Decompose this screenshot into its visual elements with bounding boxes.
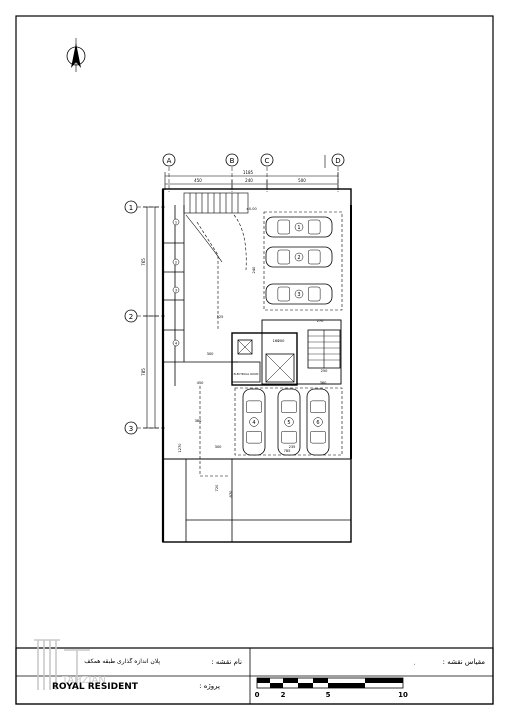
parking-space-3: 3 xyxy=(265,283,333,305)
parking-space-2: 2 xyxy=(265,246,333,268)
column-axes: A B C D xyxy=(162,153,345,192)
car-number-6: 6 xyxy=(316,420,319,426)
parking-boundary xyxy=(196,211,343,477)
scale-label: مقیاس نقشه : xyxy=(442,658,485,666)
axis-label-3: 3 xyxy=(129,425,133,433)
axis-bubble-B xyxy=(225,153,239,167)
interior-dim-2: 450 xyxy=(197,381,205,385)
entrance-stair xyxy=(183,192,249,271)
interior-dim-15: 250 xyxy=(321,369,329,373)
interior-dim-6: 870 xyxy=(229,490,233,498)
storage-marker-3 xyxy=(172,286,180,294)
axis-label-B: B xyxy=(230,157,235,165)
plan-name-label: نام نقشه : xyxy=(211,658,242,666)
dim-left-row-2: 785 xyxy=(141,368,146,376)
storage-number-2: 2 xyxy=(175,260,177,264)
interior-dim-10: 200 xyxy=(278,339,286,343)
scale-tick-2: 2 xyxy=(281,691,286,699)
axis-bubble-C xyxy=(260,153,274,167)
storage-marker-2 xyxy=(172,258,180,266)
scale-bar xyxy=(256,677,404,689)
north-arrow-icon xyxy=(66,38,86,72)
dim-top-seg-1: 450 xyxy=(194,178,202,183)
interior-dim-0: 525 xyxy=(217,315,224,319)
axis-bubble-1 xyxy=(124,200,138,214)
scale-tick-10: 10 xyxy=(398,691,408,699)
interior-dim-3: 380 xyxy=(195,419,203,423)
interior-dim-11: 270 xyxy=(317,319,325,323)
scale-tick-0: 0 xyxy=(255,691,260,699)
title-block xyxy=(15,647,494,705)
parking-space-6: 6 xyxy=(306,388,330,456)
interior-dim-8: 160 xyxy=(273,339,281,343)
axis-label-2: 2 xyxy=(129,313,133,321)
elevator-shaft xyxy=(237,339,253,355)
level-mark-entry: ±0.00 xyxy=(246,207,257,211)
left-dimension-lines xyxy=(143,206,159,429)
storage-number-3: 3 xyxy=(175,288,177,292)
top-dimension-lines xyxy=(164,172,339,190)
dim-top-seg-2: 240 xyxy=(245,178,253,183)
building-core xyxy=(231,319,342,386)
axis-label-D: D xyxy=(335,157,340,165)
storage-number-1: 1 xyxy=(175,220,177,224)
dim-top-total: 1185 xyxy=(243,170,254,175)
parking-space-4: 4 xyxy=(242,388,266,456)
dim-top-seg-3: 500 xyxy=(298,178,306,183)
interior-dim-5: 720 xyxy=(215,484,219,492)
storage-column xyxy=(163,205,238,386)
interior-dim-4: 1270 xyxy=(178,443,182,453)
interior-dim-7: 240 xyxy=(252,266,256,274)
north-small-icon: ۰ xyxy=(413,661,416,668)
car-number-3: 3 xyxy=(297,292,300,298)
interior-dim-1: 300 xyxy=(207,352,215,356)
electrical-room-label: ELECTRICAL ROOM xyxy=(234,372,259,376)
axis-label-C: C xyxy=(265,157,270,165)
axis-label-1: 1 xyxy=(129,204,133,212)
project-label: پروژه : xyxy=(199,682,220,690)
interior-dim-13: 235 xyxy=(289,445,296,449)
axis-bubble-3 xyxy=(124,421,138,435)
axis-bubble-A xyxy=(162,153,176,167)
axis-bubble-D xyxy=(331,153,345,167)
storage-marker-4 xyxy=(172,339,180,347)
parking-space-1: 1 xyxy=(265,216,333,238)
plan-name-value: پلان اندازه گذاری طبقه همکف xyxy=(84,658,160,665)
storage-number-4: 4 xyxy=(175,341,178,345)
car-number-1: 1 xyxy=(297,225,300,231)
interior-dim-9: 360 xyxy=(320,381,328,385)
parking-space-5: 5 xyxy=(277,388,301,456)
storage-marker-1 xyxy=(172,218,180,226)
watermark-text: TAHZIAN xyxy=(61,675,106,686)
scale-tick-5: 5 xyxy=(326,691,331,699)
axis-bubble-2 xyxy=(124,309,138,323)
axis-label-A: A xyxy=(167,157,172,165)
car-number-5: 5 xyxy=(287,420,290,426)
interior-dim-12: 300 xyxy=(215,445,223,449)
dim-left-row-1: 765 xyxy=(141,258,146,266)
watermark-logo xyxy=(34,639,90,690)
project-name: ROYAL RESIDENT xyxy=(52,682,138,692)
building-outline xyxy=(161,188,352,543)
row-axes: 1 2 3 xyxy=(124,200,166,435)
car-number-2: 2 xyxy=(297,255,300,261)
interior-dim-14: 785 xyxy=(284,449,291,453)
car-number-4: 4 xyxy=(252,420,255,426)
sheet-border xyxy=(15,15,494,705)
